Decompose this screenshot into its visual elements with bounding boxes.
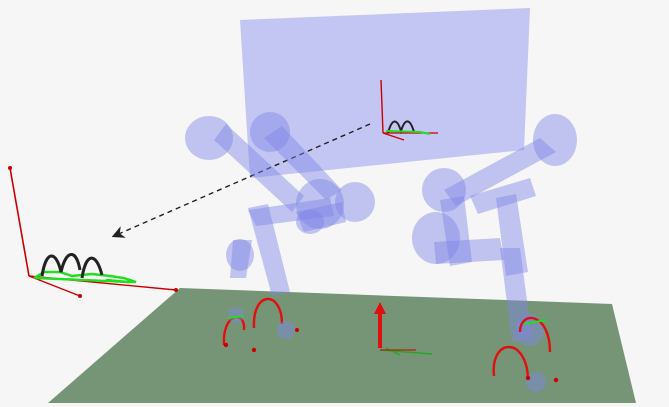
- ground-plane: [48, 288, 636, 403]
- magnified-trajectory-plot: [8, 166, 178, 298]
